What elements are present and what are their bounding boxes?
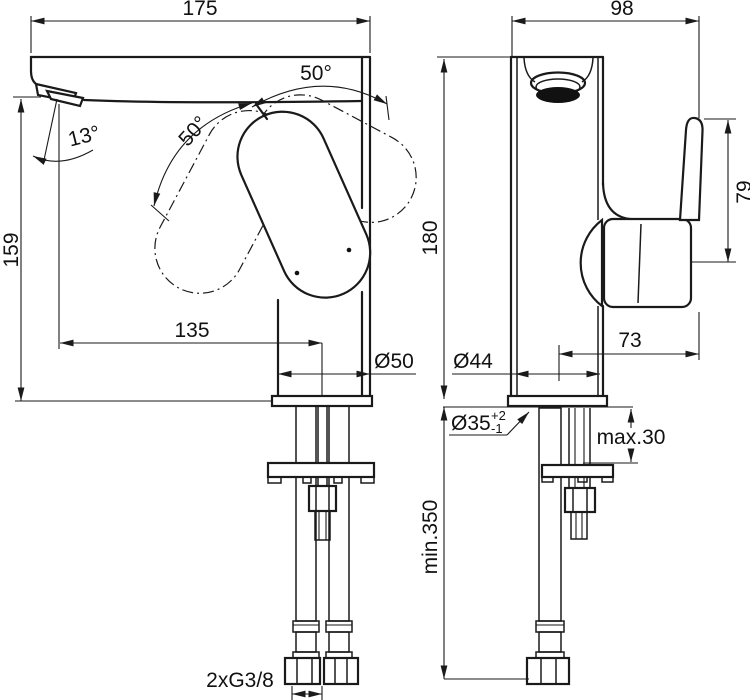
handle-housing-front	[602, 217, 693, 309]
dim-hole-diameter: Ø35	[451, 412, 491, 435]
side-view	[29, 55, 417, 686]
dim-spout-height: 159	[0, 232, 23, 267]
dim-body-diameter: Ø44	[453, 350, 493, 373]
mounting-bracket-side	[266, 461, 376, 484]
dim-hole-tol-minus: -1	[491, 421, 503, 436]
handle-swing-arcs	[150, 85, 390, 222]
handle-lever-front	[678, 116, 704, 222]
mounting-bracket-front	[540, 463, 615, 483]
dimension-lines	[13, 16, 736, 700]
stud-nut-side	[307, 484, 338, 541]
dim-spout-reach: 135	[174, 319, 209, 342]
dim-handle-offset: 73	[618, 329, 641, 352]
handle-neck	[254, 102, 269, 121]
dim-body-height: 180	[419, 220, 442, 255]
faucet-body-front	[506, 55, 704, 408]
dim-overall-width-side: 175	[182, 0, 217, 20]
aerator-front	[523, 57, 594, 103]
spout-angle-construction	[32, 98, 94, 165]
dim-spout-angle: 13°	[66, 121, 102, 151]
hose-connectors-side	[283, 620, 360, 686]
handle-lever-side	[236, 110, 372, 299]
handle-dot-1	[294, 270, 300, 276]
dim-handle-swing-right: 50°	[300, 62, 332, 85]
dim-handle-length: 79	[733, 180, 750, 203]
flex-hoses-side	[266, 405, 376, 686]
base-plate-side	[270, 394, 374, 408]
dim-overall-width-front: 98	[610, 0, 633, 20]
dim-base-diameter: Ø50	[374, 350, 414, 373]
spout-underside	[82, 98, 364, 104]
front-view	[506, 55, 704, 686]
cartridge-dome	[579, 217, 604, 309]
hose-connector-front	[525, 620, 571, 686]
dim-handle-swing-left: 50°	[174, 112, 212, 151]
flex-hose-front	[525, 407, 615, 686]
stud-nut-front	[563, 486, 597, 540]
spout-aerator-side	[34, 82, 85, 108]
base-plate-front	[506, 394, 609, 408]
dim-hose-min-length: min.350	[419, 500, 442, 575]
dim-deck-max: max.30	[597, 426, 666, 449]
dim-hole-tol-plus: +2	[491, 408, 506, 423]
dim-hose-thread: 2xG3/8	[206, 669, 274, 692]
handle-dot-2	[346, 247, 352, 253]
